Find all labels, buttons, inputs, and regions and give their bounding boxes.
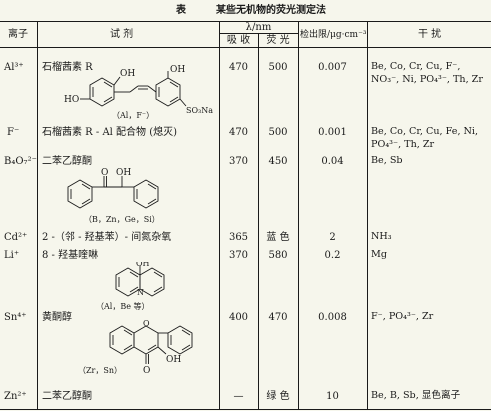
col-rule-lambda-split	[258, 33, 259, 410]
alizarin-red-s-structure: OH OH HO SO₃Na （Al，F⁻）	[64, 65, 213, 120]
row-3-reagent: 二苯乙醇酮	[42, 156, 92, 167]
flavonol-caption: （Zr，Sn）	[78, 366, 122, 375]
header-interference: 干 扰	[418, 29, 442, 40]
col-rule-lambda	[298, 21, 299, 410]
row-2-absorption: 470	[228, 127, 249, 138]
row-5-interference: Mg	[371, 249, 387, 260]
col-rule-ion	[37, 21, 38, 410]
header-wavelength: λ/nm	[245, 22, 272, 33]
row-5-absorption: 370	[228, 250, 249, 261]
row-1-limit: 0.007	[318, 62, 347, 73]
row-1-reagent: 石榴茜素 R	[42, 62, 93, 73]
flavonol-structure: O O OH （Zr，Sn）	[78, 319, 193, 376]
row-7-limit: 10	[326, 391, 339, 402]
row-1-fluorescence: 500	[268, 62, 288, 73]
row-7-ion: Zn²⁺	[4, 391, 27, 402]
col-rule-limit	[367, 21, 368, 410]
8-hydroxyquinoline-structure: OH N （Al，Be 等）	[96, 262, 165, 311]
row-2-ion: F⁻	[7, 127, 20, 138]
header-ion: 离子	[8, 29, 28, 40]
row-2-limit: 0.001	[318, 127, 347, 138]
row-6-limit: 0.008	[318, 312, 347, 323]
row-3-fluorescence: 450	[268, 156, 288, 167]
row-7-fluorescence: 绿 色	[266, 391, 290, 402]
row-1-absorption: 470	[228, 62, 249, 73]
alizarin-oh-label: OH	[120, 69, 135, 79]
hq-oh-label: OH	[136, 262, 150, 268]
row-4-reagent: 2 -（邻 - 羟基苯）- 间氮杂氧	[42, 232, 172, 243]
caption-title: 某些无机物的荧光测定法	[216, 5, 326, 16]
flavonol-oh-label: OH	[166, 355, 181, 365]
hq-caption: （Al，Be 等）	[96, 301, 150, 311]
lambda-sub-rule	[219, 33, 298, 34]
row-5-fluorescence: 580	[268, 250, 288, 261]
row-6-ion: Sn⁴⁺	[4, 312, 27, 323]
col-rule-reagent	[219, 21, 220, 410]
header-absorption: 吸 收	[226, 35, 251, 46]
header-reagent: 试 剂	[110, 29, 134, 40]
row-4-interference: NH₃	[371, 231, 392, 242]
row-4-ion: Cd²⁺	[4, 232, 28, 243]
row-4-absorption: 365	[228, 232, 249, 243]
flavonol-keto-o-label: O	[143, 366, 150, 376]
benzoin-structure: O OH （B，Zn，Ge，Si）	[67, 168, 160, 224]
row-7-reagent: 二苯乙醇酮	[42, 391, 92, 402]
alizarin-caption: （Al，F⁻）	[112, 111, 154, 120]
row-5-ion: Li⁺	[4, 250, 20, 261]
row-2-reagent: 石榴茜素 R - Al 配合物 (熄灭)	[42, 127, 178, 138]
row-1-interference: Be, Co, Cr, Cu, F⁻, NO₃⁻, Ni, PO₄³⁻, Th,…	[371, 61, 483, 85]
caption-label: 表	[176, 5, 186, 16]
row-6-absorption: 400	[228, 312, 249, 323]
row-4-limit: 2	[329, 232, 336, 243]
flavonol-ring-o-label: O	[143, 319, 150, 328]
header-fluorescence: 荧 光	[266, 35, 290, 46]
row-7-absorption: —	[233, 391, 244, 402]
alizarin-oh-label-2: OH	[170, 65, 185, 75]
row-2-interference: Be, Co, Cr, Cu, Fe, Ni, PO₄³⁻, Th, Zr	[371, 126, 479, 150]
row-4-fluorescence: 蓝 色	[266, 232, 290, 243]
row-1-ion: Al³⁺	[4, 62, 24, 73]
hq-n-label: N	[137, 288, 144, 297]
row-3-limit: 0.04	[321, 156, 344, 167]
benzoin-o-label: O	[101, 168, 108, 178]
header-limit: 检出限/μg·cm⁻³	[300, 30, 367, 40]
row-3-interference: Be, Sb	[371, 155, 403, 166]
row-6-reagent: 黄酮醇	[42, 312, 72, 323]
benzoin-caption: （B，Zn，Ge，Si）	[84, 215, 160, 224]
benzoin-oh-label: OH	[116, 168, 131, 178]
row-5-reagent: 8 - 羟基喹啉	[42, 250, 99, 261]
row-6-interference: F⁻, PO₄³⁻, Zr	[371, 311, 434, 322]
row-2-fluorescence: 500	[268, 127, 288, 138]
table-frame	[0, 21, 491, 410]
row-6-fluorescence: 470	[268, 312, 288, 323]
header-rule	[0, 47, 491, 48]
alizarin-ho-label: HO	[64, 95, 79, 105]
row-3-absorption: 370	[228, 156, 249, 167]
row-3-ion: B₄O₇²⁻	[4, 156, 37, 167]
row-5-limit: 0.2	[324, 250, 341, 261]
row-7-interference: Be, B, Sb, 显色离子	[371, 390, 461, 401]
alizarin-so3na-label: SO₃Na	[186, 106, 213, 115]
